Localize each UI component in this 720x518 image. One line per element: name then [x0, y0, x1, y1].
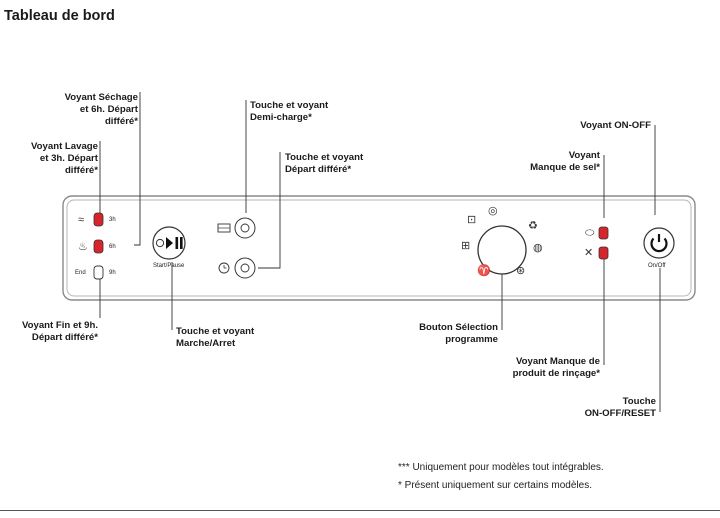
led-sechage-6h	[93, 239, 104, 254]
demi-charge-led	[240, 223, 250, 233]
label-onoff: Voyant ON-OFF	[580, 120, 651, 131]
leader-sechage	[134, 92, 141, 246]
start-pause-led	[155, 238, 165, 248]
led-fin-9h	[93, 265, 104, 280]
leader-lines	[99, 92, 661, 412]
led-3h-label: 3h	[109, 217, 116, 223]
clock-icon	[218, 262, 230, 274]
on-off-button-ring	[643, 227, 675, 259]
program-selector-knob	[477, 225, 527, 275]
page-title: Tableau de bord	[4, 8, 115, 24]
delay-start-button	[234, 257, 256, 279]
start-pause-label: Start/Pause	[153, 263, 185, 269]
play-icon	[166, 237, 173, 249]
delay-start-led	[240, 263, 250, 273]
rinse-aid-icon: ✕	[584, 247, 594, 259]
program-icon-intensive: ⊞	[461, 240, 471, 252]
panel-outline-outer	[62, 195, 696, 301]
program-icon-glass: ♈	[477, 265, 491, 277]
lavage-icon: ≈	[78, 214, 85, 226]
program-icon-half: ◍	[533, 242, 543, 254]
sechage-icon: ♨	[78, 241, 88, 253]
led-6h-label: 6h	[109, 244, 116, 250]
led-9h-label: 9h	[109, 270, 116, 276]
program-icon-pot: ⊡	[467, 214, 477, 226]
bottom-rule	[0, 510, 720, 511]
program-icon-eco: ♻	[528, 220, 538, 232]
leader-depart	[258, 152, 281, 269]
led-lavage-3h	[93, 212, 104, 227]
note-certains-modeles: * Présent uniquement sur certains modèle…	[398, 480, 592, 491]
pause-bar-2	[180, 237, 183, 249]
power-icon-arc	[650, 237, 668, 253]
program-icon-plate: ◎	[488, 205, 498, 217]
label-fin: Voyant Fin et 9h.Départ différé*	[21, 320, 98, 343]
program-icon-quick: ⊛	[516, 265, 526, 277]
led-manque-sel	[598, 226, 609, 240]
salt-icon: ⬭	[585, 227, 595, 239]
led-manque-rincage	[598, 246, 609, 260]
end-label: End	[75, 270, 86, 276]
note-integrables: *** Uniquement pour modèles tout intégra…	[398, 462, 604, 473]
panel-outline-inner	[66, 199, 692, 297]
on-off-label: On/Off	[648, 263, 666, 269]
demi-charge-button	[234, 217, 256, 239]
pause-bar-1	[175, 237, 179, 249]
